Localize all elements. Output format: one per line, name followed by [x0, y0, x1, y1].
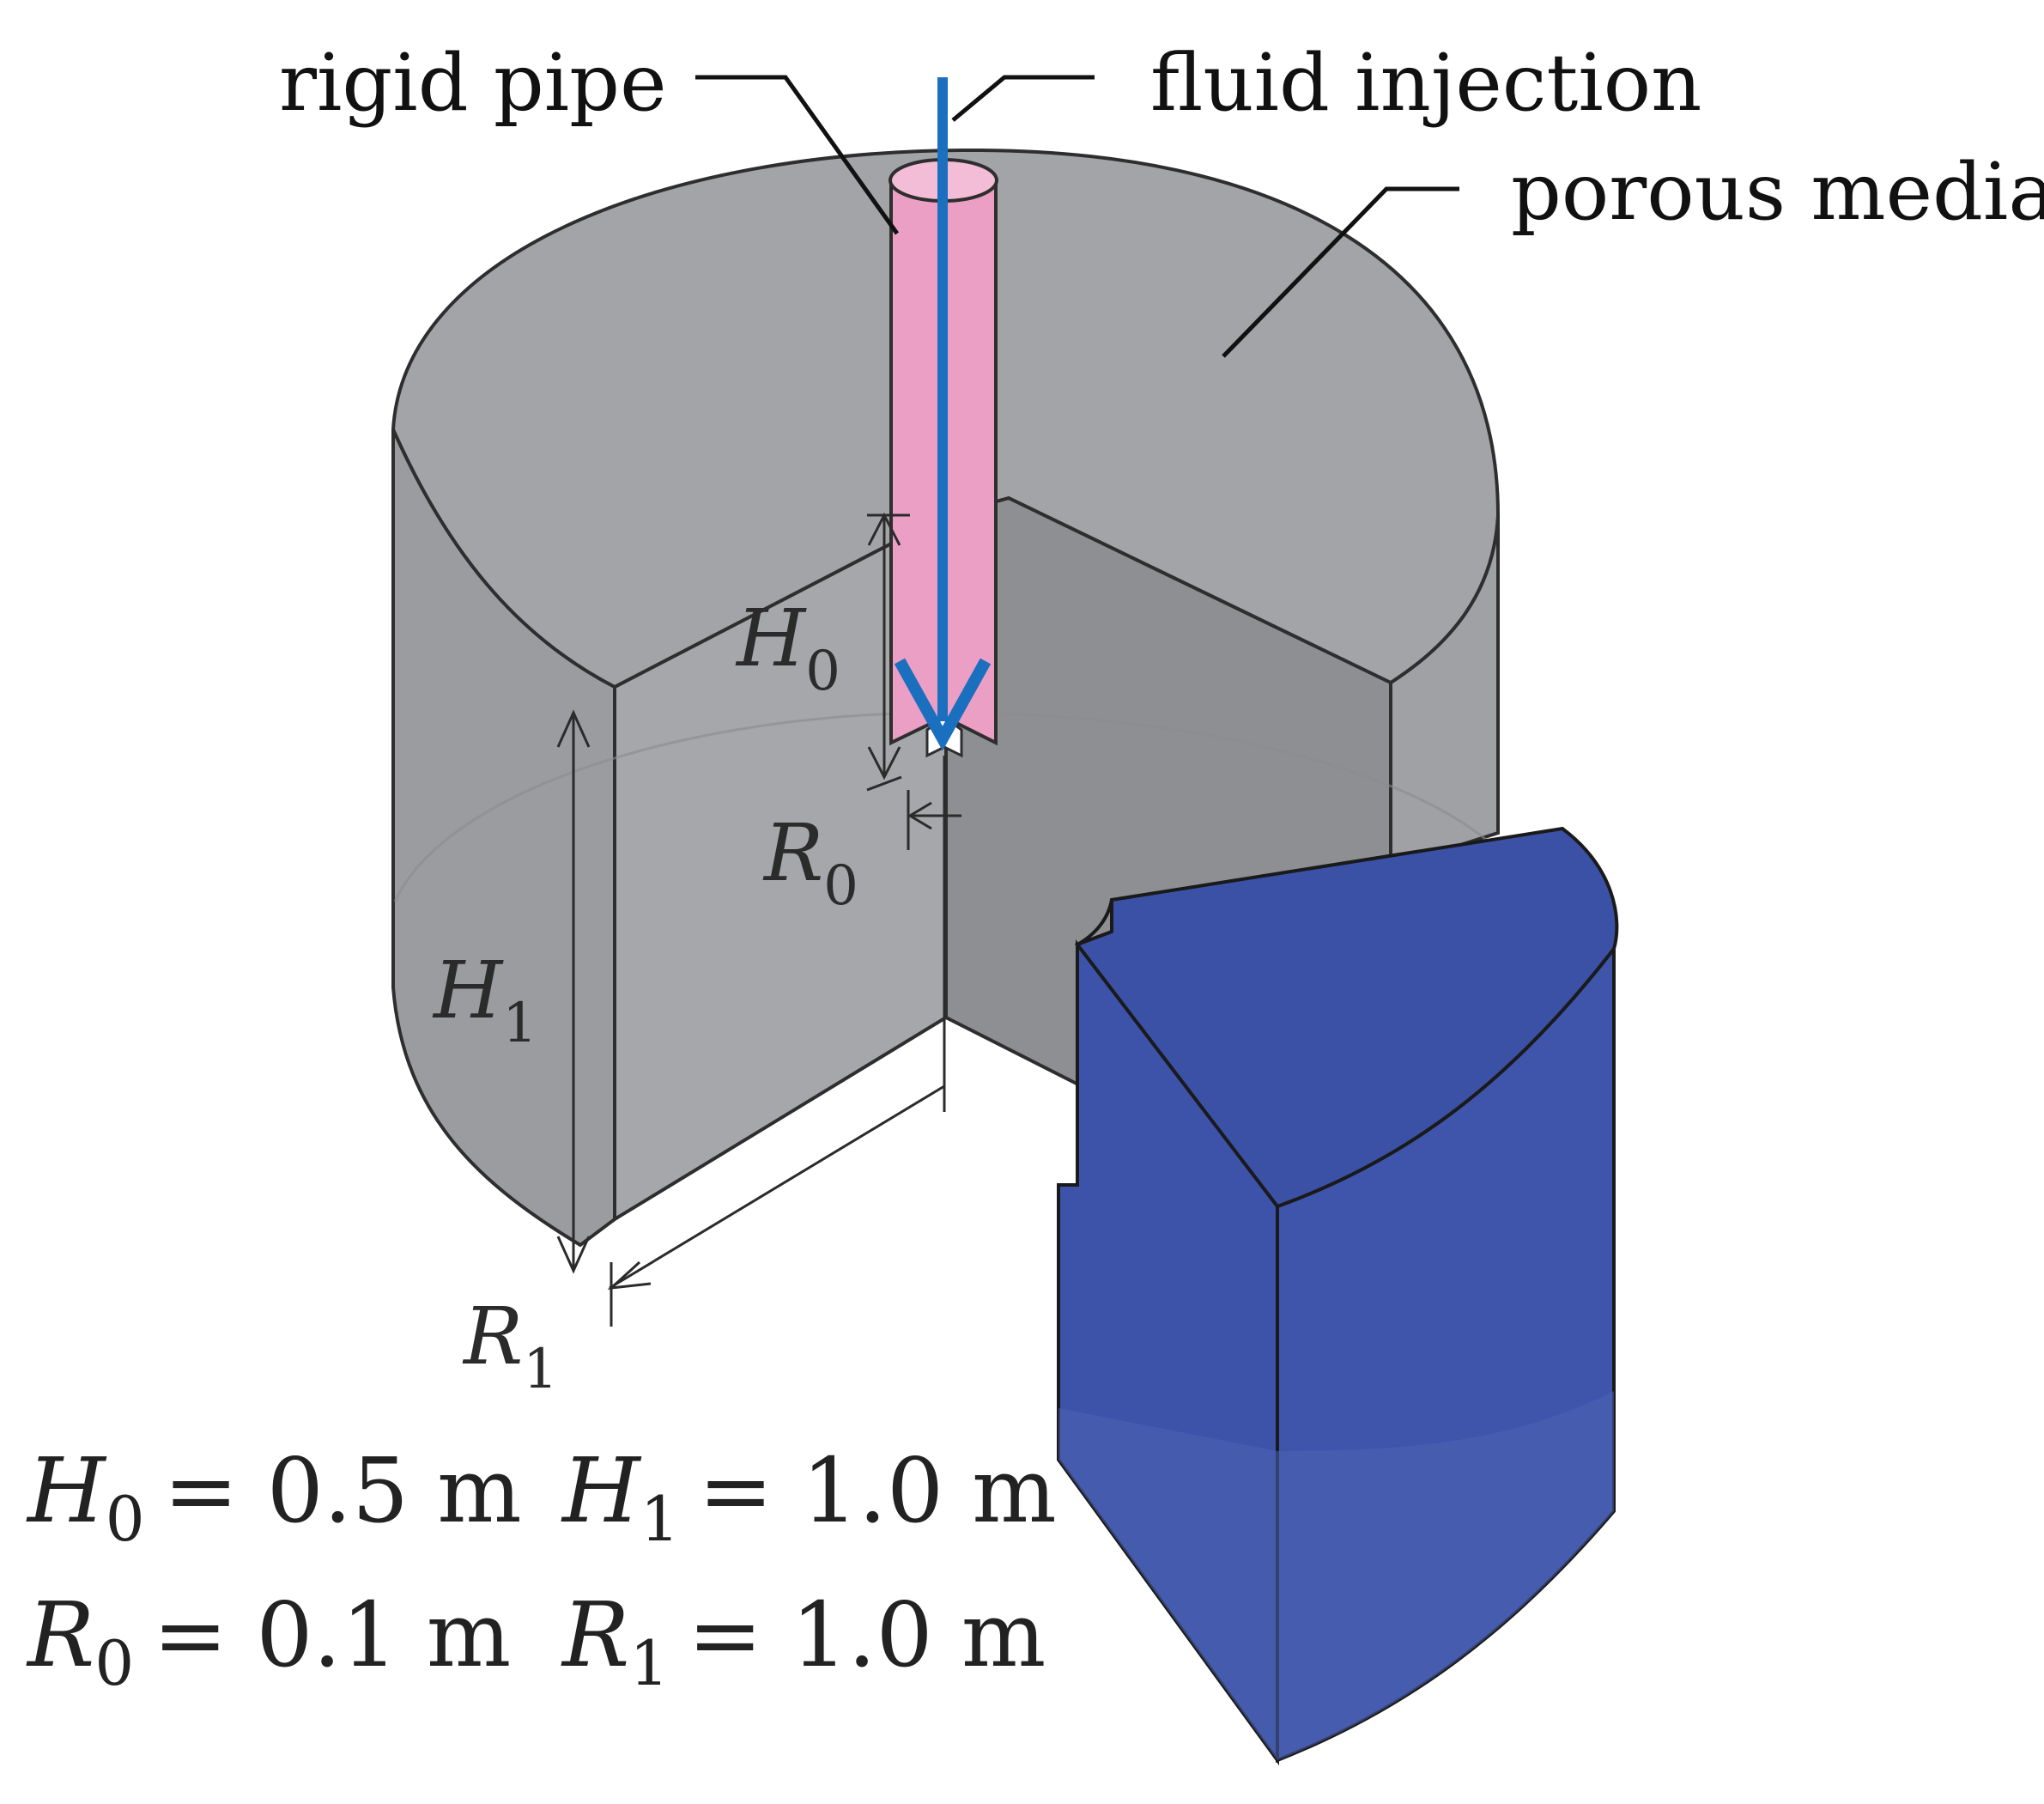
- param-r1: R1= 1.0 m: [561, 1582, 1046, 1699]
- param-h1: H1= 1.0 m: [561, 1438, 1057, 1555]
- r1-label: R1: [462, 1291, 558, 1401]
- removed-wedge: [1057, 826, 1619, 1766]
- h0-label: H0: [735, 592, 840, 703]
- h1-label: H1: [432, 945, 537, 1055]
- r0-label: R0: [762, 807, 858, 918]
- wedge-pipe-notch: [1077, 899, 1113, 946]
- parameter-list: H0= 0.5 m H1= 1.0 m R0= 0.1 m R1= 1.0 m: [26, 1438, 1057, 1699]
- porous-media-label: porous media: [1511, 146, 2044, 238]
- param-r0: R0= 0.1 m: [26, 1582, 511, 1699]
- wedge-lower-band: [1058, 1391, 1614, 1760]
- param-h0: H0= 0.5 m: [26, 1438, 522, 1555]
- fluid-injection-label: fluid injection: [1150, 37, 1701, 129]
- wedge-top-face: [1074, 826, 1619, 1209]
- dimension-lines: [556, 512, 961, 1327]
- rigid-pipe-label: rigid pipe: [279, 37, 667, 129]
- r1-dimension-line: [609, 1084, 945, 1290]
- fluid-injection-leader: [951, 75, 1095, 122]
- rigid-pipe-leader: [695, 75, 900, 235]
- callout-leaders: [695, 75, 1459, 358]
- fluid-injection-arrow: [894, 77, 992, 751]
- porous-media-leader: [1222, 186, 1459, 358]
